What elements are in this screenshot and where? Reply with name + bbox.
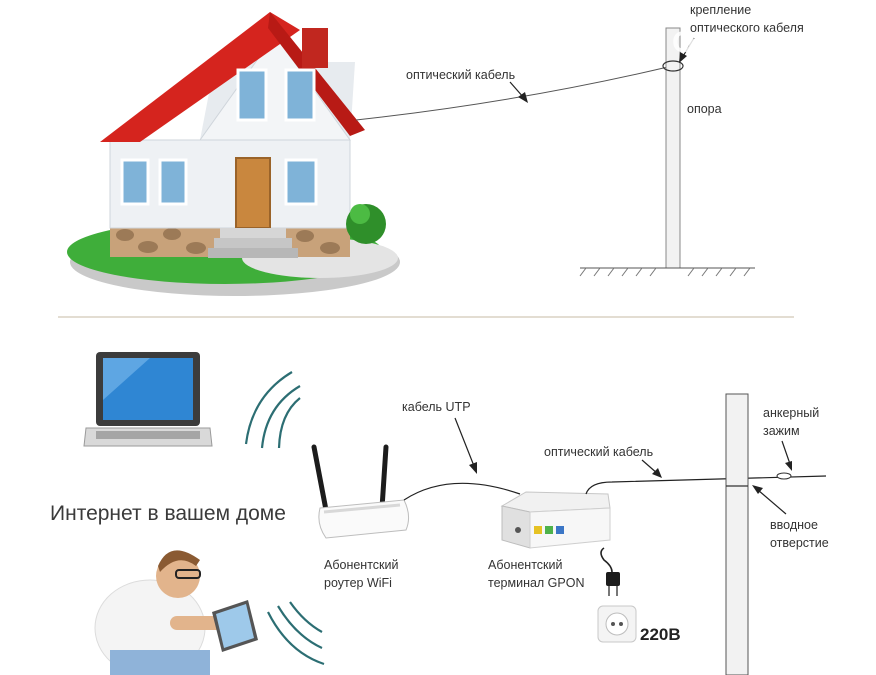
terminal-side [529, 507, 611, 549]
terminal-port-blue [556, 526, 564, 534]
porch-step-1 [220, 228, 286, 238]
tablet-screen [216, 604, 254, 648]
utp-arrow [454, 417, 475, 467]
bottom-utility-pole [725, 393, 749, 675]
router-antenna-right [379, 444, 389, 511]
pole-label: опора [687, 102, 722, 116]
outlet-hole-left [611, 622, 615, 626]
person-with-tablet [94, 550, 258, 675]
person-glasses [175, 569, 201, 579]
wifi-signal-upper [244, 371, 301, 449]
aerial-fiber-cable-bottom [585, 475, 827, 495]
terminal-port-green [545, 526, 553, 534]
outlet-socket [605, 612, 629, 636]
entry-arrowhead [752, 485, 763, 494]
terminal-label-line2: терминал GPON [488, 576, 585, 590]
foundation-stones [116, 228, 340, 254]
roof-left [100, 12, 300, 142]
anchor-arrow [781, 440, 791, 465]
porch-step-3 [208, 248, 298, 258]
chimney [302, 28, 328, 68]
wifi-router [311, 444, 410, 539]
mount-label-line1: крепление [690, 3, 751, 17]
house-door [235, 157, 271, 229]
person-hair [158, 550, 200, 572]
utp-arrowhead [469, 462, 477, 474]
terminal-power-jack [515, 527, 521, 533]
entry-label-line1: вводное [770, 518, 818, 532]
gpon-terminal [500, 491, 611, 549]
top-ground-hatch [579, 267, 751, 277]
entry-arrow [757, 489, 787, 515]
bottom-fiber-cable-arrowhead [652, 468, 662, 478]
watermark: ONREALT НЕДВИЖИМОСТЬ [626, 16, 822, 74]
top-utility-pole [665, 27, 681, 269]
anchor-arrowhead [785, 461, 792, 471]
router-top-shade [323, 503, 401, 514]
aerial-fiber-cable-top [355, 65, 673, 121]
watermark-house-icon [626, 16, 666, 52]
router-label-line2: роутер WiFi [324, 576, 392, 590]
terminal-label-line1: Абонентский [488, 558, 562, 572]
watermark-brand: ONREALT [672, 26, 822, 59]
voltage-label: 220В [640, 625, 681, 644]
bottom-fiber-cable-label: оптический кабель [544, 445, 653, 459]
porch-step-2 [214, 238, 292, 248]
anchor-label-line2: зажим [763, 424, 800, 438]
top-fiber-cable-label: оптический кабель [406, 68, 515, 82]
cable-mount-clamp [662, 60, 684, 72]
router-label-line1: Абонентский [324, 558, 398, 572]
power-plug [600, 547, 620, 596]
person-legs [110, 650, 210, 675]
utp-cable [403, 482, 521, 501]
router-antenna-left [311, 444, 329, 513]
outlet-hole-right [619, 622, 623, 626]
plug-body [606, 572, 620, 586]
watermark-subtitle: НЕДВИЖИМОСТЬ [688, 64, 802, 74]
house-windows [120, 68, 318, 206]
terminal-port-yellow [534, 526, 542, 534]
mount-arrowhead [679, 52, 687, 63]
power-outlet [597, 605, 637, 643]
entry-label-line2: отверстие [770, 536, 829, 550]
mount-label-line2: оптического кабеля [690, 21, 804, 35]
headline: Интернет в вашем доме [50, 502, 286, 525]
roof-right [268, 12, 365, 136]
top-fiber-cable-arrowhead [518, 92, 528, 103]
anchor-label-line1: анкерный [763, 406, 819, 420]
laptop-illustration [83, 352, 213, 447]
terminal-front [501, 505, 531, 549]
wifi-signal-lower [267, 601, 325, 666]
laptop-keyboard [96, 431, 200, 439]
laptop-screen-glare [103, 358, 150, 400]
bush-highlight [350, 204, 370, 224]
power-cord [600, 547, 613, 573]
anchor-clamp [776, 472, 792, 480]
utp-label: кабель UTP [402, 400, 471, 414]
house-illustration [67, 12, 400, 296]
